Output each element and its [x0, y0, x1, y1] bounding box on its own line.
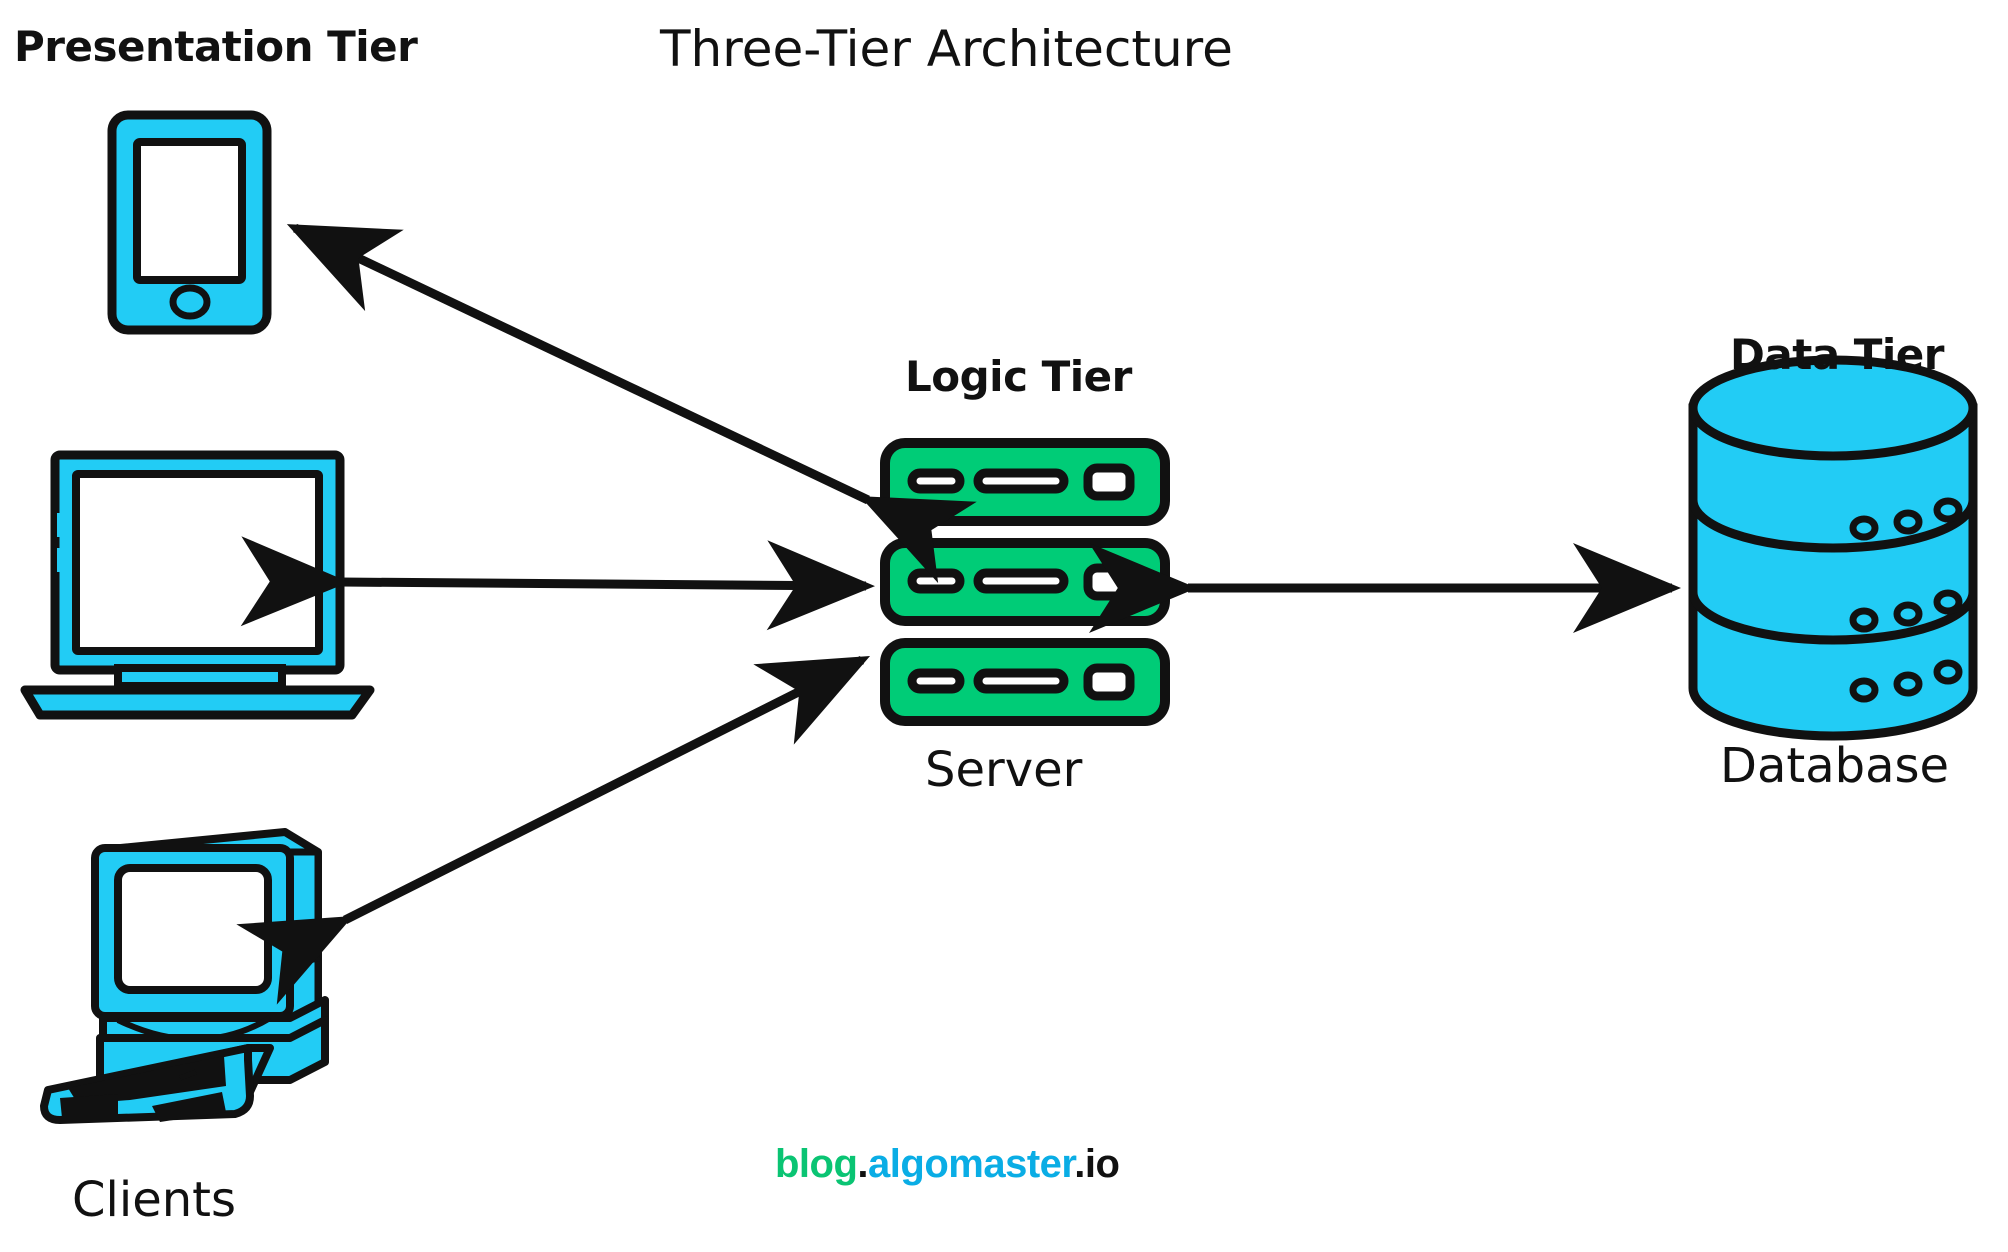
connector-laptop-server: [240, 536, 875, 631]
connector-desktop-server: [236, 655, 871, 1005]
server-unit: [880, 638, 1170, 726]
desktop-computer-icon: [40, 828, 329, 1124]
database-cylinder-icon: [1688, 355, 1978, 741]
label-clients: Clients: [72, 1172, 236, 1228]
brand-io: io: [1084, 1142, 1120, 1186]
label-logic-tier: Logic Tier: [905, 352, 1132, 401]
page-title: Three-Tier Architecture: [660, 20, 1233, 78]
label-presentation-tier: Presentation Tier: [14, 22, 418, 71]
server-stack-icon: [880, 438, 1170, 726]
connector-phone-server: [286, 223, 977, 584]
brand-blog: blog: [775, 1142, 858, 1186]
server-unit: [880, 438, 1170, 526]
smartphone-icon: [107, 110, 272, 335]
brand-dot-2: .: [1074, 1142, 1085, 1186]
label-server: Server: [925, 742, 1083, 798]
laptop-icon: [20, 450, 375, 720]
label-database: Database: [1720, 738, 1950, 794]
label-data-tier: Data Tier: [1730, 330, 1945, 379]
footer-brand[interactable]: blog.algomaster.io: [775, 1142, 1120, 1187]
brand-algomaster: algomaster: [868, 1142, 1075, 1186]
brand-dot-1: .: [857, 1142, 869, 1186]
server-unit: [880, 538, 1170, 626]
